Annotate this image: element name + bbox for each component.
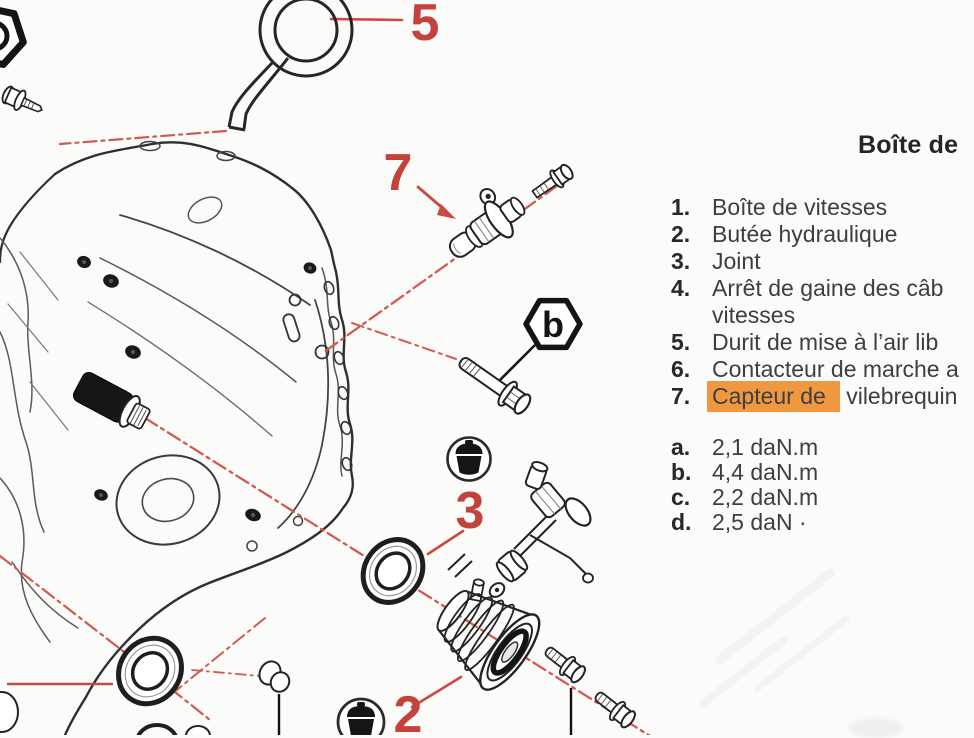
legend-item-4: 4. Arrêt de gaine des câb vitesses (671, 275, 959, 329)
torque-row: b. 4,4 daN.m (671, 460, 818, 485)
legend-item-text: Arrêt de gaine des câb (712, 275, 944, 301)
legend-item-number: 7. (671, 383, 691, 409)
torque-letter: d. (671, 509, 692, 535)
hex-marker-b: b (523, 297, 583, 351)
legend-item-number: 4. (671, 275, 691, 301)
legend-item-6: 6. Contacteur de marche a (671, 356, 959, 383)
torque-legend: a. 2,1 daN.m b. 4,4 daN.m c. 2,2 daN.m d. 2,… (671, 435, 818, 535)
callout-2: 2 (394, 686, 423, 735)
pointer-lines (277, 688, 573, 735)
grease-pot-icon (336, 697, 386, 735)
release-bearing (436, 578, 541, 691)
seal-ring-3 (360, 537, 426, 605)
breather-hose (227, 0, 354, 132)
legend-item-text-wrap: vitesses (712, 302, 796, 328)
legend-item-text: Durit de mise à l’air lib (712, 329, 939, 355)
torque-value: 4,4 daN.m (712, 459, 819, 485)
gearbox-housing (0, 140, 354, 735)
callout-5: 5 (411, 0, 440, 52)
legend-item-text: vilebrequin (839, 383, 958, 409)
highlighted-text: Capteur de (707, 381, 840, 412)
legend-item-2: 2. Butée hydraulique (671, 221, 959, 248)
hex-b-leader (498, 344, 536, 382)
torque-row: d. 2,5 daN · (671, 510, 818, 535)
legend-item-1: 1. Boîte de vitesses (671, 194, 959, 221)
torque-row: c. 2,2 daN.m (671, 485, 818, 510)
legend-item-number: 2. (671, 221, 691, 247)
legend-item-text: Joint (712, 248, 761, 274)
parts-legend: 1.Boîte de vitesses 2.Butée hydraulique … (671, 194, 959, 412)
torque-row: a. 2,1 daN.m (671, 435, 818, 460)
crankshaft-sensor (448, 187, 526, 258)
torque-letter: b. (671, 459, 692, 485)
torque-value: 2,5 daN · (712, 509, 807, 535)
legend-item-text: Boîte de vitesses (712, 194, 888, 220)
callout-numbers: 5 7 3 2 (384, 0, 485, 735)
bolt-icon (544, 646, 586, 684)
legend-item-number: 3. (671, 248, 691, 274)
callout-leaders (6, 17, 465, 709)
bolt-icon (1, 85, 43, 113)
arrowhead-7 (437, 204, 456, 219)
exploded-diagram: b (0, 0, 651, 735)
hydraulic-pipe-fitting (447, 461, 594, 598)
torque-letter: a. (671, 434, 691, 460)
clipped-parts-bottom (0, 691, 211, 735)
callout-7: 7 (384, 144, 413, 202)
grease-pot-icon (446, 436, 492, 482)
hex-nut-partial (0, 7, 27, 68)
scan-smudge (848, 718, 903, 738)
legend-item-text: Butée hydraulique (712, 221, 898, 247)
legend-item-3: 3. Joint (671, 248, 959, 275)
legend-item-text: Contacteur de marche a (712, 356, 959, 382)
legend-item-number: 1. (671, 194, 691, 220)
torque-letter: c. (671, 484, 691, 510)
torque-value: 2,2 daN.m (712, 484, 819, 510)
legend-item-5: 5. Durit de mise à l’air lib (671, 329, 959, 356)
input-shaft (72, 371, 151, 430)
housing-socket-bolts (77, 255, 317, 522)
seal-ring (116, 635, 184, 707)
callout-3: 3 (456, 482, 485, 540)
bolt-icon (531, 163, 574, 199)
hex-marker-b-label: b (542, 304, 564, 345)
bolt-icon (594, 691, 636, 729)
page-title: Boîte de (858, 131, 959, 159)
legend-item-7: 7. Capteur de vilebrequin (671, 381, 959, 412)
bolt-icon (258, 660, 291, 693)
torque-value: 2,1 daN.m (712, 434, 819, 460)
legend-item-number: 6. (671, 356, 691, 382)
bolt-icon (458, 357, 532, 415)
legend-item-number: 5. (671, 329, 691, 355)
